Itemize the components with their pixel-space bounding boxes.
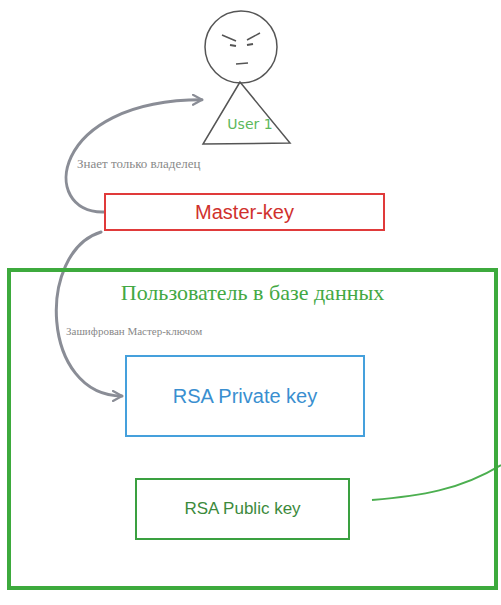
private-key-box: RSA Private key <box>125 355 365 437</box>
node-label: Master-key <box>195 201 294 224</box>
user-figure: User 1 <box>200 80 292 146</box>
node-label: User 1 <box>204 116 296 132</box>
body-triangle <box>200 80 292 146</box>
eyebrows <box>222 33 260 41</box>
region-heading: Пользователь в базе данных <box>11 280 494 306</box>
public-key-box: RSA Public key <box>135 478 350 540</box>
curved-arrow <box>56 232 122 396</box>
curved-arrow <box>66 100 202 212</box>
user-head <box>205 11 277 83</box>
encryption-note: Зашифрован Мастер-ключом <box>64 325 204 337</box>
mouth <box>236 63 248 64</box>
database-user-region: Пользователь в базе данныхRSA Private ke… <box>7 268 498 590</box>
ownership-note: Знает только владелец <box>75 156 202 172</box>
public-key-link <box>372 465 501 500</box>
eyes <box>230 44 253 46</box>
node-label: RSA Private key <box>173 385 318 408</box>
master-key-box: Master-key <box>104 193 385 231</box>
node-label: RSA Public key <box>184 499 300 519</box>
